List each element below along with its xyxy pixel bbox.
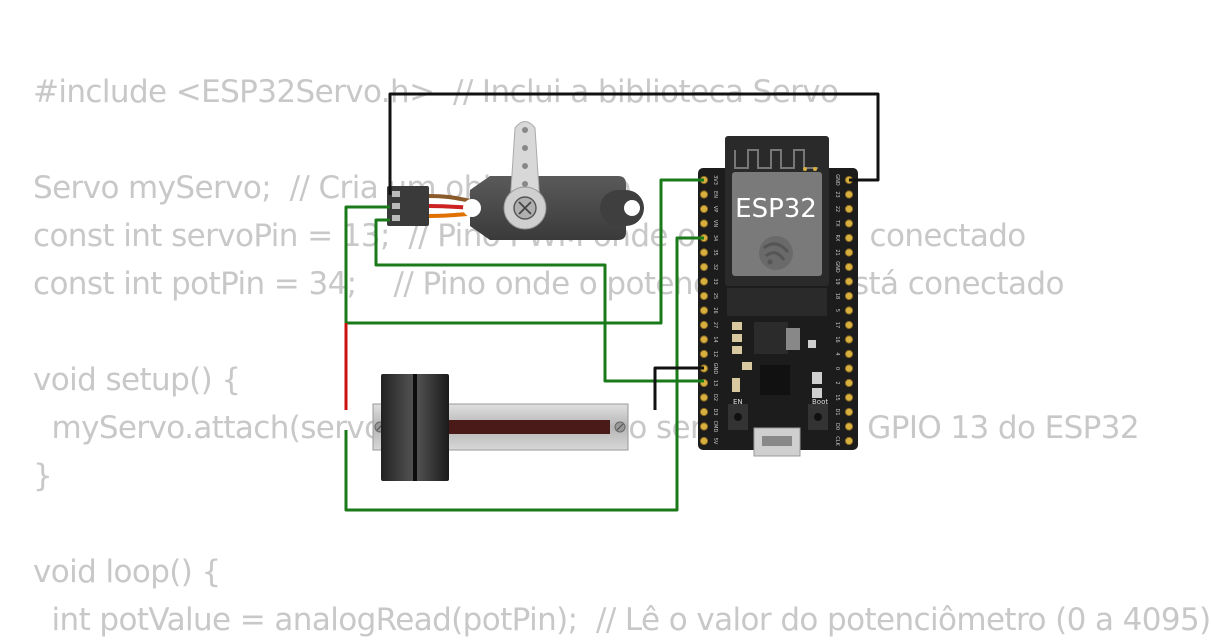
circuit-diagram: ESP32 xyxy=(344,92,880,512)
code-line: void setup() { xyxy=(33,362,241,398)
pin-label: EN xyxy=(712,191,718,198)
pin-label: 33 xyxy=(712,278,718,284)
pin[interactable] xyxy=(699,349,709,359)
pin-label: 18 xyxy=(834,293,840,299)
pin[interactable] xyxy=(844,364,854,373)
esp32-label: ESP32 xyxy=(735,194,817,224)
pin-label: GND xyxy=(834,174,840,186)
pin-label: GND xyxy=(712,363,718,375)
wire-pot-signal-green xyxy=(344,236,704,512)
pin-label: 27 xyxy=(712,322,718,328)
pin[interactable] xyxy=(844,422,854,431)
pin-label: 17 xyxy=(834,322,840,328)
pin[interactable] xyxy=(699,291,709,301)
pin[interactable] xyxy=(699,320,709,330)
pin[interactable] xyxy=(699,262,709,272)
wire-vcc-green xyxy=(374,218,704,383)
button-label-en: EN xyxy=(733,398,743,406)
pin-label: 26 xyxy=(712,307,718,313)
pin-label: D0 xyxy=(834,423,840,430)
espressif-logo-icon xyxy=(759,236,793,270)
potentiometer-knob[interactable] xyxy=(381,374,449,481)
pin-label: 2 xyxy=(834,381,840,384)
pin-label: 23 xyxy=(834,191,840,197)
pin-label: CMD xyxy=(712,421,718,433)
button-label-boot: Boot xyxy=(812,398,828,406)
pin-label: 25 xyxy=(712,293,718,299)
servo-motor[interactable] xyxy=(387,121,644,241)
pin[interactable] xyxy=(699,407,709,417)
pin-label: 12 xyxy=(712,351,718,357)
code-line: void loop() { xyxy=(33,554,221,590)
pin-label: 14 xyxy=(712,336,718,342)
pin-label: 0 xyxy=(834,367,840,370)
pin-label: 19 xyxy=(834,278,840,284)
wire-gnd-black xyxy=(388,92,880,195)
pin[interactable] xyxy=(844,262,854,272)
pin[interactable] xyxy=(844,190,854,199)
pin[interactable] xyxy=(844,436,854,446)
pin[interactable] xyxy=(844,204,854,214)
pin[interactable] xyxy=(699,190,709,199)
pin[interactable] xyxy=(844,306,854,315)
pin[interactable] xyxy=(699,335,709,344)
pin[interactable] xyxy=(844,335,854,344)
pin[interactable] xyxy=(844,320,854,330)
pin[interactable] xyxy=(699,277,709,286)
pin-label: CLK xyxy=(834,436,840,446)
pin-label: D2 xyxy=(712,394,718,401)
pin[interactable] xyxy=(699,248,709,257)
pin[interactable] xyxy=(844,291,854,301)
pin[interactable] xyxy=(699,306,709,315)
wires xyxy=(344,92,880,512)
pin-label: 4 xyxy=(834,352,840,355)
pin-label: VP xyxy=(712,206,718,212)
code-line: int potValue = analogRead(potPin); // Lê… xyxy=(33,602,1211,638)
pin-label: 16 xyxy=(834,336,840,342)
pin-label: 22 xyxy=(834,206,840,212)
pin-label: 32 xyxy=(712,264,718,270)
pin[interactable] xyxy=(699,436,709,446)
pin-label: 5 xyxy=(834,309,840,312)
pin[interactable] xyxy=(844,219,854,228)
pin-label: 34 xyxy=(712,235,718,241)
slide-potentiometer[interactable] xyxy=(372,374,629,481)
pin-label: 35 xyxy=(712,249,718,255)
pin-label: VN xyxy=(712,220,718,227)
pin-label: 13 xyxy=(712,380,718,386)
board-components xyxy=(728,322,828,430)
pin[interactable] xyxy=(844,248,854,257)
pin-label: 3V3 xyxy=(712,175,718,185)
pin-label: 5V xyxy=(712,438,718,445)
pin-label: GND xyxy=(834,261,840,273)
pin-label: TX xyxy=(834,219,840,227)
pin[interactable] xyxy=(844,233,854,243)
code-line: } xyxy=(33,458,53,494)
pin[interactable] xyxy=(844,277,854,286)
pin-label: D1 xyxy=(834,408,840,415)
pin[interactable] xyxy=(699,422,709,431)
esp32-board[interactable]: ESP32 xyxy=(698,136,858,457)
pin-label: 21 xyxy=(834,249,840,255)
pin-label: 15 xyxy=(834,394,840,400)
pin[interactable] xyxy=(844,393,854,402)
pin[interactable] xyxy=(844,407,854,417)
pin[interactable] xyxy=(844,378,854,388)
pin[interactable] xyxy=(844,349,854,359)
wire-pot-gnd-black xyxy=(653,366,704,410)
pin[interactable] xyxy=(699,393,709,402)
pin-label: RX xyxy=(834,235,840,242)
code-line: #include <ESP32Servo.h> // Inclui a bibl… xyxy=(33,74,839,110)
pin[interactable] xyxy=(699,219,709,228)
wire-signal-green xyxy=(344,178,704,325)
pin[interactable] xyxy=(699,204,709,214)
pin-label: D3 xyxy=(712,408,718,415)
